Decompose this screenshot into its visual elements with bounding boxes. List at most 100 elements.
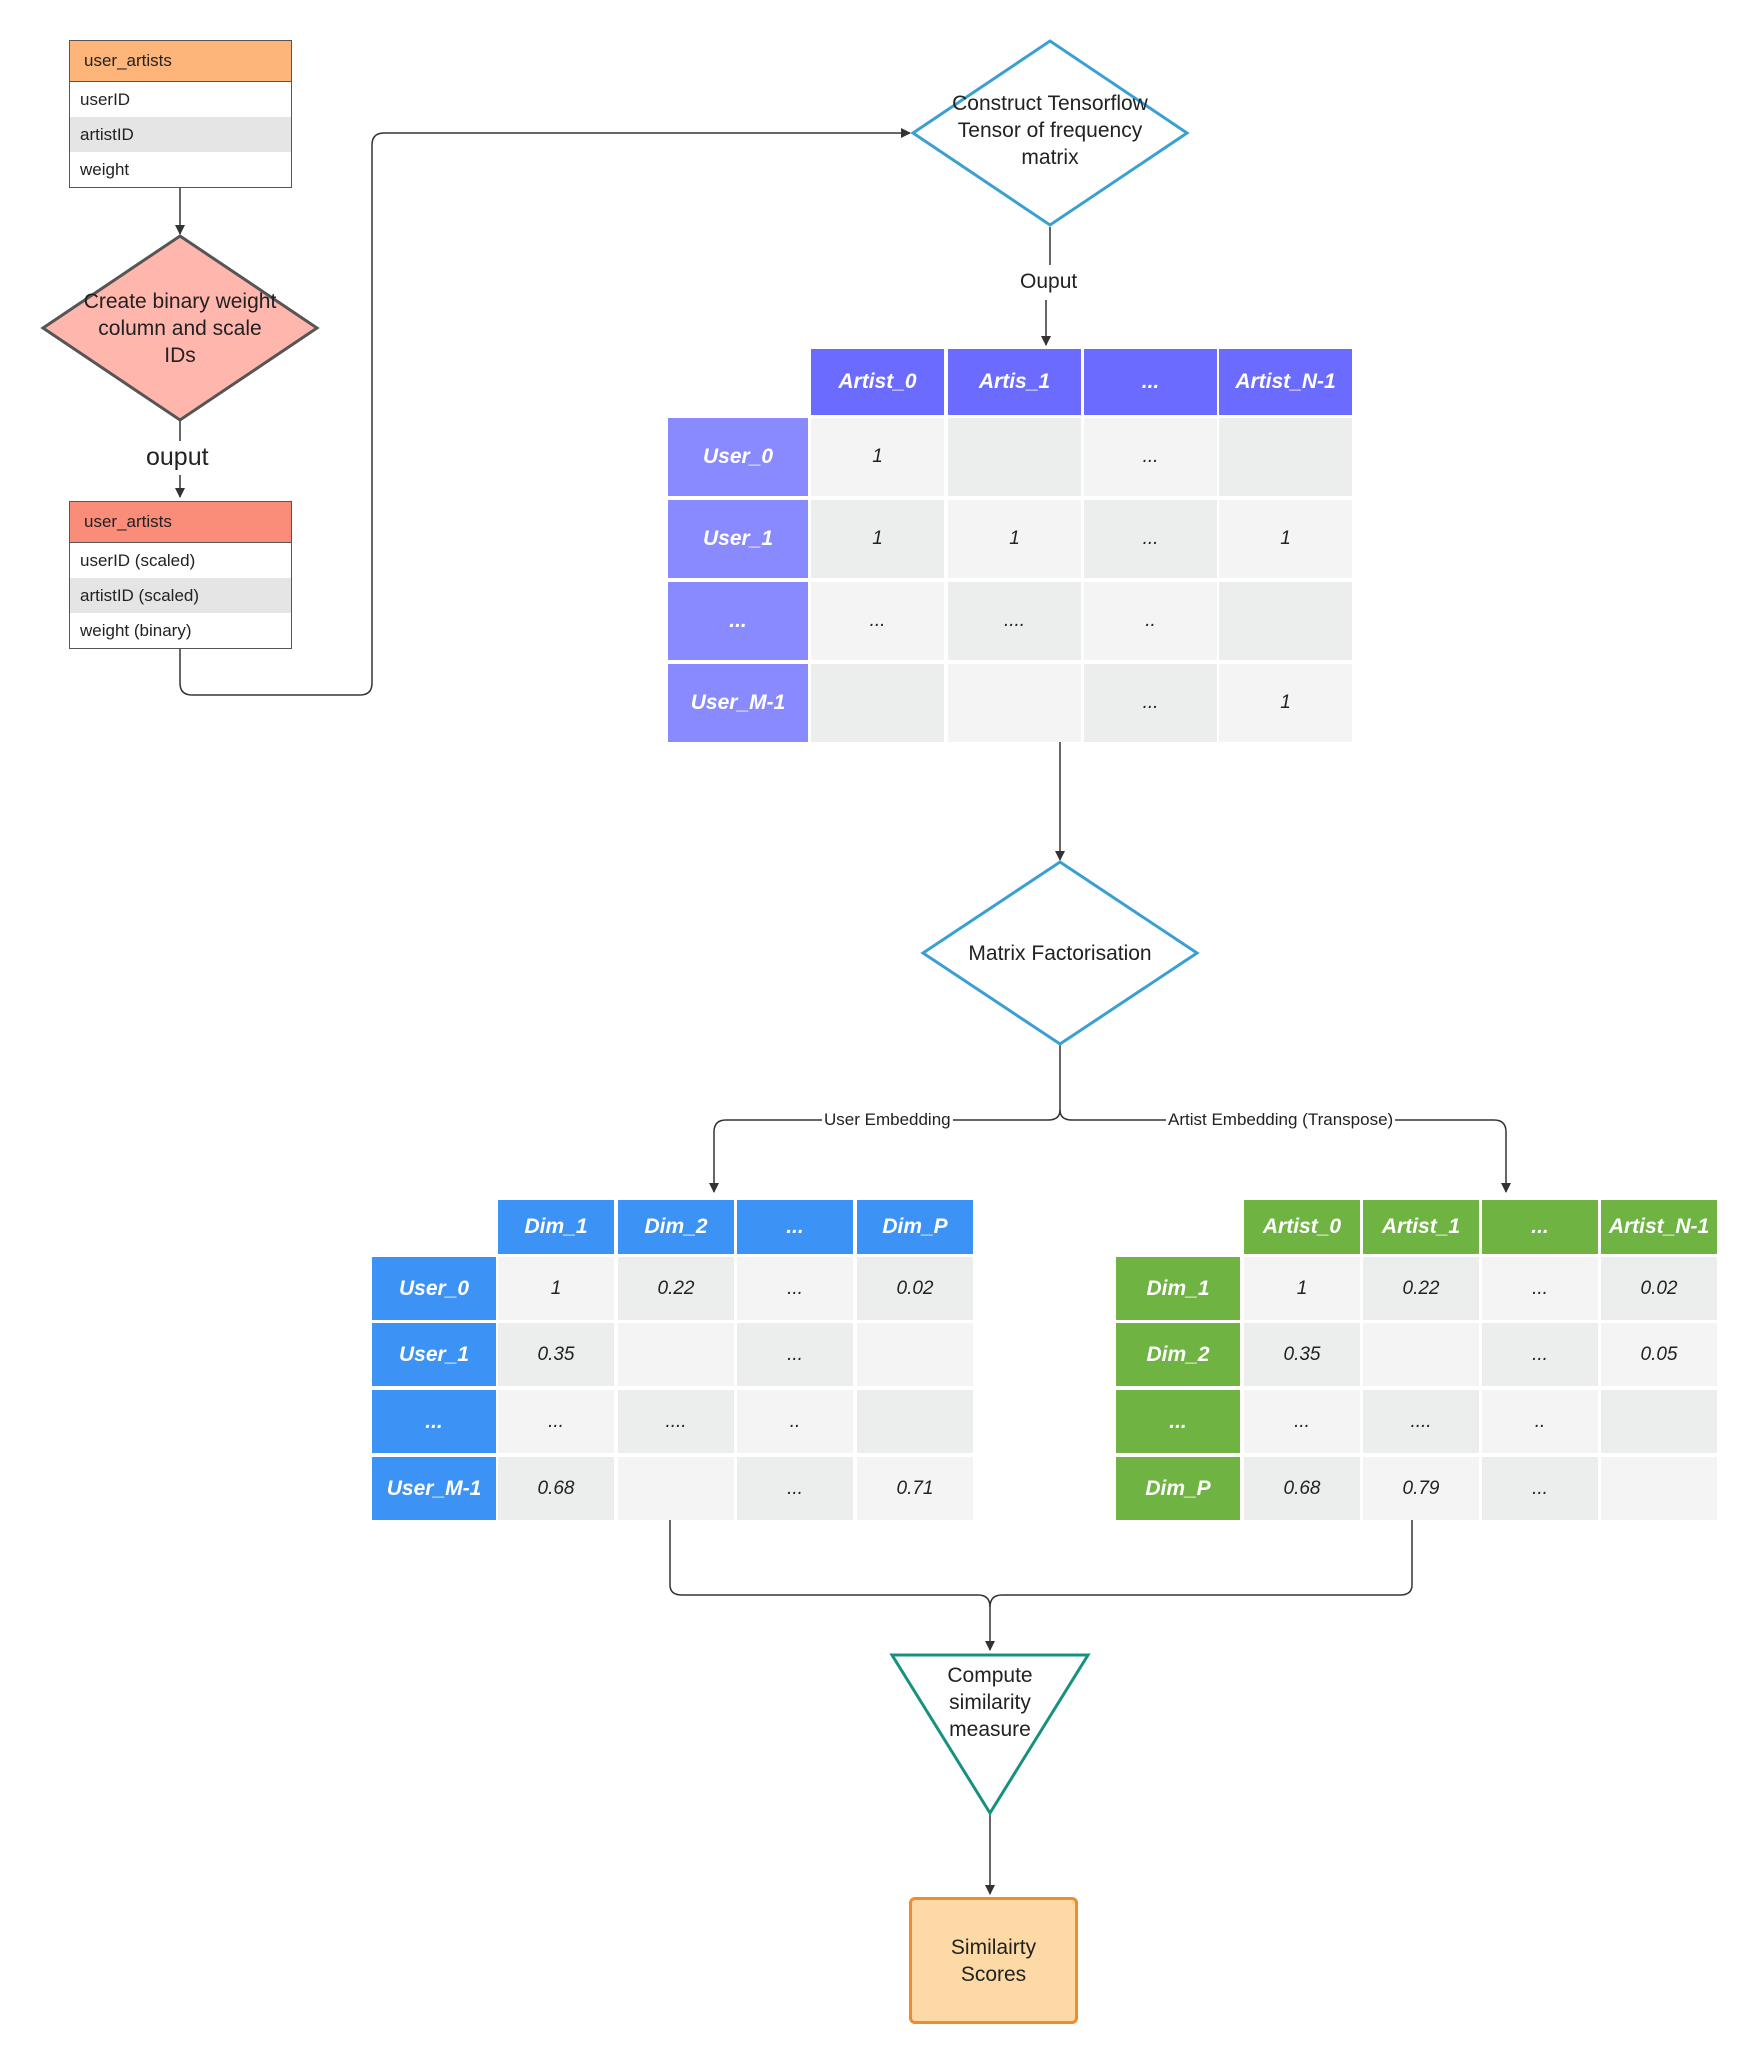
- entity-field-artistid: artistID: [70, 117, 291, 152]
- user-embedding-cell: 0.02: [857, 1257, 973, 1320]
- freq-matrix-cell: ..: [1084, 582, 1217, 660]
- artist-embedding-row-header: Dim_1: [1116, 1257, 1240, 1320]
- artist-embedding-col-header: Artist_1: [1363, 1200, 1479, 1254]
- freq-matrix-col-header: Artist_N-1: [1219, 349, 1352, 415]
- artist-embedding-cell: ..: [1482, 1390, 1598, 1453]
- matrix-factorisation-diamond: [920, 860, 1200, 1046]
- user-embedding-row-header: User_M-1: [372, 1457, 496, 1520]
- freq-matrix-cell: [1219, 418, 1352, 496]
- artist-embedding-cell: 0.35: [1244, 1323, 1360, 1386]
- user-embedding-cell: [618, 1323, 734, 1386]
- edge-to-artist-embedding: [1059, 1109, 1511, 1193]
- edge-artist-to-similarity: [989, 1517, 1413, 1608]
- ouput-label-left: ouput: [146, 443, 209, 472]
- freq-matrix-col-header: ...: [1084, 349, 1217, 415]
- artist-embedding-cell: ...: [1482, 1323, 1598, 1386]
- entity-title-scaled: user_artists: [70, 502, 291, 543]
- artist-embedding-cell: ....: [1363, 1390, 1479, 1453]
- compute-similarity-triangle: [889, 1653, 1091, 1816]
- artist-embedding-cell: [1363, 1323, 1479, 1386]
- user-embedding-cell: [857, 1390, 973, 1453]
- user-embedding-cell: 1: [498, 1257, 614, 1320]
- entity-field-weight-binary: weight (binary): [80, 621, 192, 640]
- freq-matrix-row-header: User_0: [668, 418, 808, 496]
- freq-matrix-cell: 1: [1219, 500, 1352, 578]
- freq-matrix-cell: [1219, 582, 1352, 660]
- freq-matrix-cell: 1: [811, 500, 944, 578]
- ouput-label-right: Ouput: [1020, 270, 1078, 294]
- artist-embedding-cell: ...: [1482, 1457, 1598, 1520]
- construct-tensor-diamond: [910, 39, 1190, 227]
- artist-embedding-cell: 1: [1244, 1257, 1360, 1320]
- artist-embedding-label: Artist Embedding (Transpose): [1166, 1110, 1396, 1130]
- user-embedding-cell: [618, 1457, 734, 1520]
- freq-matrix-cell: ...: [1084, 500, 1217, 578]
- artist-embedding-cell: 0.68: [1244, 1457, 1360, 1520]
- user-embedding-row-header: User_0: [372, 1257, 496, 1320]
- entity-user-artists-scaled: user_artists userID (scaled) artistID (s…: [69, 501, 292, 649]
- similarity-scores-box: Similairty Scores: [909, 1897, 1078, 2024]
- user-embedding-cell: ...: [737, 1457, 853, 1520]
- construct-tensor-label: Construct Tensorflow Tensor of frequency…: [952, 91, 1148, 169]
- artist-embedding-cell: [1601, 1457, 1717, 1520]
- freq-matrix-row-header: User_1: [668, 500, 808, 578]
- similarity-scores-label: Similairty Scores: [950, 1935, 1037, 1986]
- freq-matrix-cell: 1: [1219, 664, 1352, 742]
- user-embedding-label: User Embedding: [822, 1110, 953, 1130]
- user-embedding-cell: ...: [737, 1257, 853, 1320]
- user-embedding-col-header: ...: [737, 1200, 853, 1254]
- artist-embedding-row-header: ...: [1116, 1390, 1240, 1453]
- entity-user-artists: user_artists userID artistID weight: [69, 40, 292, 188]
- user-embedding-cell: ....: [618, 1390, 734, 1453]
- entity-field-userid: userID: [80, 90, 131, 109]
- artist-embedding-cell: 0.05: [1601, 1323, 1717, 1386]
- freq-matrix-cell: [811, 664, 944, 742]
- artist-embedding-cell: ...: [1482, 1257, 1598, 1320]
- freq-matrix-row-header: ...: [668, 582, 808, 660]
- entity-field-userid-scaled: userID (scaled): [80, 551, 196, 570]
- user-embedding-col-header: Dim_1: [498, 1200, 614, 1254]
- user-embedding-col-header: Dim_P: [857, 1200, 973, 1254]
- create-binary-diamond: [40, 234, 320, 422]
- edge-user-to-similarity: [669, 1517, 995, 1651]
- artist-embedding-col-header: Artist_0: [1244, 1200, 1360, 1254]
- user-embedding-cell: 0.68: [498, 1457, 614, 1520]
- matrix-factorisation-label: Matrix Factorisation: [968, 941, 1152, 965]
- freq-matrix-cell: ....: [948, 582, 1081, 660]
- user-embedding-cell: ...: [737, 1323, 853, 1386]
- artist-embedding-row-header: Dim_P: [1116, 1457, 1240, 1520]
- freq-matrix-cell: [948, 664, 1081, 742]
- user-embedding-col-header: Dim_2: [618, 1200, 734, 1254]
- artist-embedding-cell: 0.22: [1363, 1257, 1479, 1320]
- user-embedding-cell: ...: [498, 1390, 614, 1453]
- artist-embedding-col-header: ...: [1482, 1200, 1598, 1254]
- artist-embedding-cell: 0.02: [1601, 1257, 1717, 1320]
- entity-title: user_artists: [70, 41, 291, 82]
- freq-matrix-cell: ...: [1084, 664, 1217, 742]
- user-embedding-cell: ..: [737, 1390, 853, 1453]
- freq-matrix-cell: ...: [1084, 418, 1217, 496]
- user-embedding-row-header: User_1: [372, 1323, 496, 1386]
- compute-similarity-label: Compute similarity measure: [947, 1663, 1033, 1741]
- artist-embedding-col-header: Artist_N-1: [1601, 1200, 1717, 1254]
- entity-field-weight: weight: [80, 160, 130, 179]
- freq-matrix-cell: [948, 418, 1081, 496]
- freq-matrix-cell: 1: [811, 418, 944, 496]
- artist-embedding-cell: 0.79: [1363, 1457, 1479, 1520]
- freq-matrix-col-header: Artist_0: [811, 349, 944, 415]
- user-embedding-cell: 0.71: [857, 1457, 973, 1520]
- user-embedding-cell: 0.35: [498, 1323, 614, 1386]
- create-binary-label: Create binary weight column and scale ID…: [83, 289, 277, 367]
- user-embedding-cell: 0.22: [618, 1257, 734, 1320]
- artist-embedding-cell: [1601, 1390, 1717, 1453]
- user-embedding-row-header: ...: [372, 1390, 496, 1453]
- user-embedding-cell: [857, 1323, 973, 1386]
- artist-embedding-cell: ...: [1244, 1390, 1360, 1453]
- freq-matrix-col-header: Artis_1: [948, 349, 1081, 415]
- entity-field-artistid-scaled: artistID (scaled): [70, 578, 291, 613]
- freq-matrix-cell: 1: [948, 500, 1081, 578]
- freq-matrix-row-header: User_M-1: [668, 664, 808, 742]
- edge-entity-to-tensor: [179, 128, 911, 696]
- artist-embedding-row-header: Dim_2: [1116, 1323, 1240, 1386]
